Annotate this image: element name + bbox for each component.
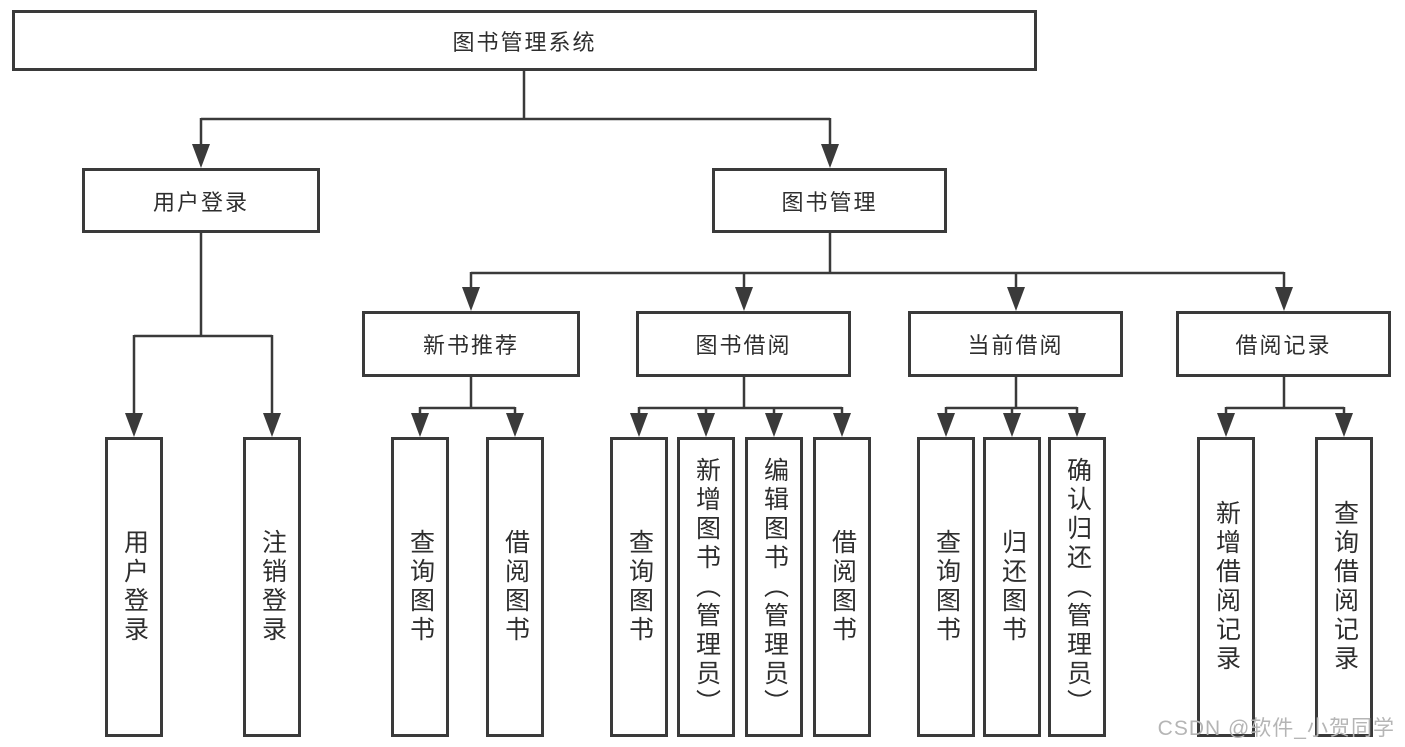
leaf-borrow-books-1-label: 借阅图书: [501, 529, 530, 645]
leaf-add-book-admin-label: 新增图书（管理员）: [692, 456, 721, 718]
node-book-borrow: 图书借阅: [636, 311, 851, 377]
node-user-login-label: 用户登录: [152, 189, 249, 215]
leaf-user-login-label: 用户登录: [120, 529, 149, 645]
leaf-logout-label: 注销登录: [258, 529, 287, 645]
node-new-book-recommend: 新书推荐: [362, 311, 580, 377]
node-book-management: 图书管理: [712, 168, 947, 233]
node-book-borrow-label: 图书借阅: [695, 333, 792, 358]
node-borrow-records-label: 借阅记录: [1235, 333, 1332, 358]
leaf-confirm-return-admin-label: 确认归还（管理员）: [1063, 456, 1092, 718]
leaf-query-books-1: 查询图书: [391, 437, 449, 737]
leaf-add-borrow-record-label: 新增借阅记录: [1212, 500, 1241, 674]
leaf-query-books-2-label: 查询图书: [625, 529, 654, 645]
leaf-return-book: 归还图书: [983, 437, 1041, 737]
node-root: 图书管理系统: [12, 10, 1037, 71]
leaf-edit-book-admin-label: 编辑图书（管理员）: [760, 456, 789, 718]
leaf-logout: 注销登录: [243, 437, 301, 737]
leaf-user-login: 用户登录: [105, 437, 163, 737]
arrowheads: [125, 144, 1353, 437]
leaf-borrow-books-2-label: 借阅图书: [828, 529, 857, 645]
node-user-login: 用户登录: [82, 168, 320, 233]
leaf-return-book-label: 归还图书: [998, 529, 1027, 645]
leaf-query-books-1-label: 查询图书: [406, 529, 435, 645]
node-root-label: 图书管理系统: [452, 29, 597, 55]
leaf-add-borrow-record: 新增借阅记录: [1197, 437, 1255, 737]
leaf-confirm-return-admin: 确认归还（管理员）: [1048, 437, 1106, 737]
node-new-book-recommend-label: 新书推荐: [422, 333, 519, 358]
leaf-query-borrow-record-label: 查询借阅记录: [1330, 500, 1359, 674]
leaf-query-borrow-record: 查询借阅记录: [1315, 437, 1373, 737]
leaf-query-books-2: 查询图书: [610, 437, 668, 737]
leaf-query-books-3-label: 查询图书: [932, 529, 961, 645]
watermark-text: CSDN @软件_小贺同学: [1157, 717, 1395, 740]
node-book-management-label: 图书管理: [781, 189, 878, 215]
leaf-add-book-admin: 新增图书（管理员）: [677, 437, 735, 737]
node-borrow-records: 借阅记录: [1176, 311, 1391, 377]
leaf-edit-book-admin: 编辑图书（管理员）: [745, 437, 803, 737]
node-current-borrow-label: 当前借阅: [967, 333, 1064, 358]
leaf-borrow-books-2: 借阅图书: [813, 437, 871, 737]
node-current-borrow: 当前借阅: [908, 311, 1123, 377]
leaf-borrow-books-1: 借阅图书: [486, 437, 544, 737]
leaf-query-books-3: 查询图书: [917, 437, 975, 737]
